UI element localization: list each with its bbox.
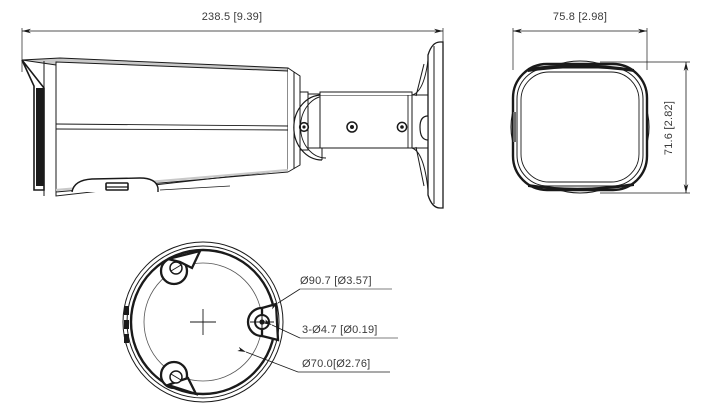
keyhole-slot-upper-left [159, 249, 203, 286]
camera-body [43, 61, 289, 197]
underside-bracket-detail [71, 177, 231, 193]
callout-bolt-circle: Ø70.0[Ø2.76] [237, 346, 390, 373]
overall-width-label: 75.8 [2.98] [553, 11, 607, 23]
callout-outer-diameter: Ø90.7 [Ø3.57] [269, 275, 392, 310]
bottom-view: Ø90.7 [Ø3.57] 3-Ø4.7 [Ø0.19] Ø70.0[Ø2.76… [122, 241, 398, 403]
outer-diameter-label: Ø90.7 [Ø3.57] [300, 275, 372, 287]
bolt-circle-label: Ø70.0[Ø2.76] [302, 358, 370, 370]
side-view: 238.5 [9.39] [21, 11, 444, 209]
front-lens-face [511, 62, 649, 192]
mounting-keyhole-slots [159, 249, 280, 396]
callout-mounting-holes: 3-Ø4.7 [Ø0.19] [263, 319, 398, 339]
overall-length-label: 238.5 [9.39] [202, 11, 263, 23]
center-crosshair [190, 309, 216, 335]
front-view: 75.8 [2.98] 71.6 [2.82] [510, 11, 690, 194]
dimension-overall-height: 71.6 [2.82] [600, 61, 690, 194]
mounting-arm [319, 59, 429, 191]
keyhole-slot-lower-left [159, 360, 199, 396]
dimension-overall-width: 75.8 [2.98] [512, 11, 648, 70]
pivot-joint [293, 91, 330, 161]
mounting-holes-label: 3-Ø4.7 [Ø0.19] [302, 324, 378, 336]
dimension-overall-length: 238.5 [9.39] [21, 11, 444, 72]
overall-height-label: 71.6 [2.82] [663, 101, 675, 155]
rear-base-plate [419, 41, 444, 209]
